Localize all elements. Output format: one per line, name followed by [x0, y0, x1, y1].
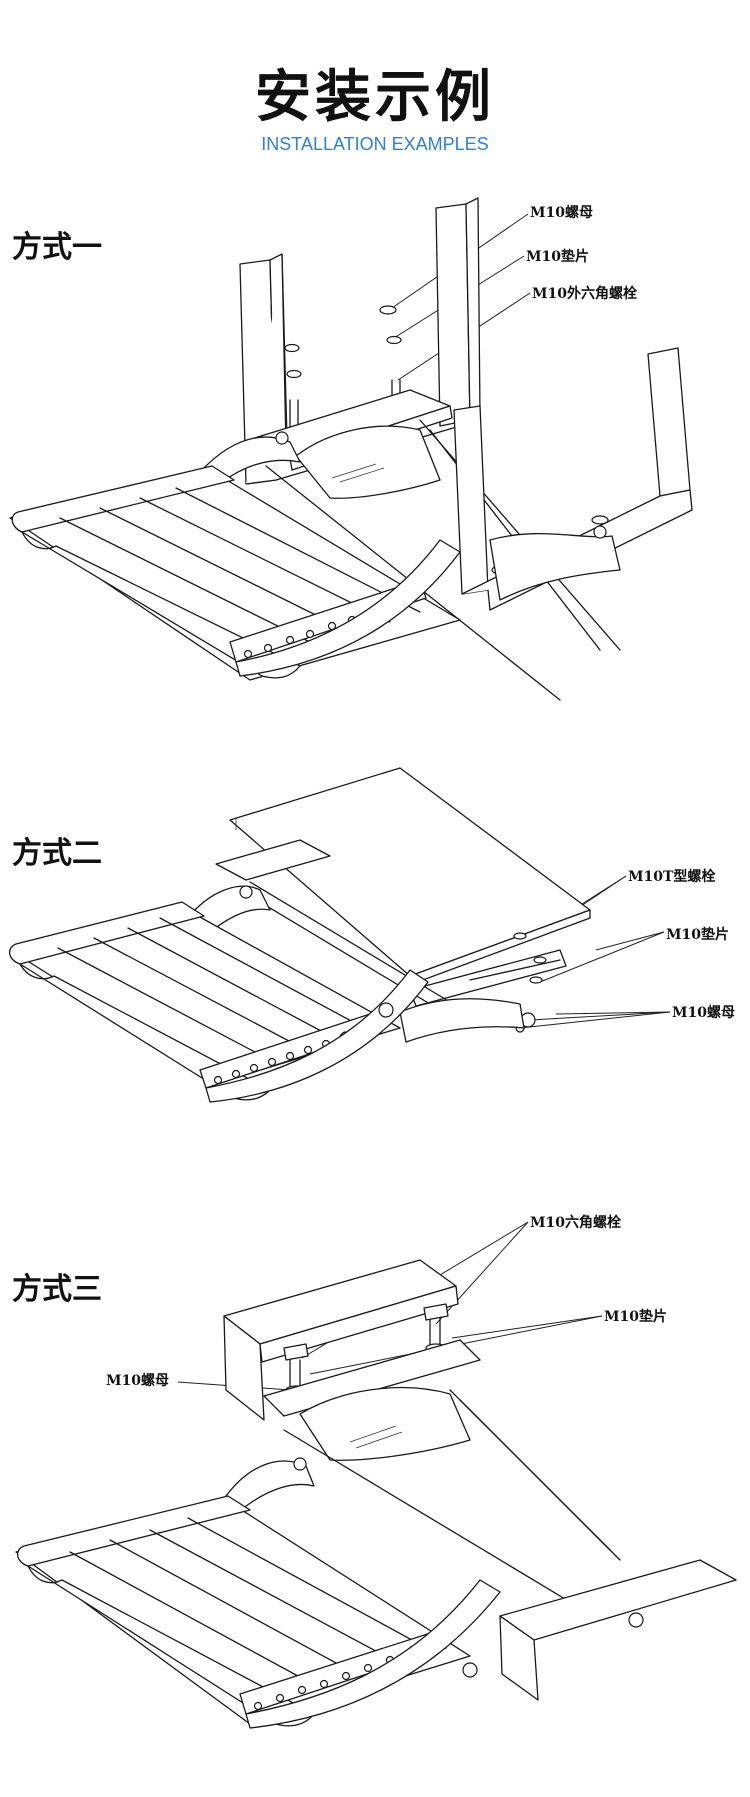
- method-2-callout-washer: M10垫片: [666, 927, 729, 943]
- method-3-callout-bolt: M10六角螺栓: [530, 1215, 621, 1231]
- method-3-callout-nut: M10螺母: [106, 1373, 169, 1389]
- method-3-label: 方式三: [12, 1272, 102, 1307]
- method-2-label: 方式二: [12, 836, 102, 871]
- method-3-callout-washer: M10垫片: [604, 1309, 667, 1325]
- page-title: 安装示例: [255, 65, 495, 130]
- method-3-diagram: [0, 1200, 750, 1797]
- method-1-label: 方式一: [12, 230, 102, 265]
- method-1-callout-washer: M10垫片: [526, 249, 589, 265]
- method-1-callout-bolt: M10外六角螺栓: [532, 286, 637, 302]
- method-2-callout-nut: M10螺母: [672, 1005, 735, 1021]
- method-2-diagram: [0, 760, 750, 1220]
- method-1-diagram: [0, 180, 750, 780]
- method-1-callout-nut: M10螺母: [530, 205, 593, 221]
- page-subtitle: INSTALLATION EXAMPLES: [261, 134, 489, 154]
- method-2-callout-tbolt: M10T型螺栓: [628, 869, 716, 885]
